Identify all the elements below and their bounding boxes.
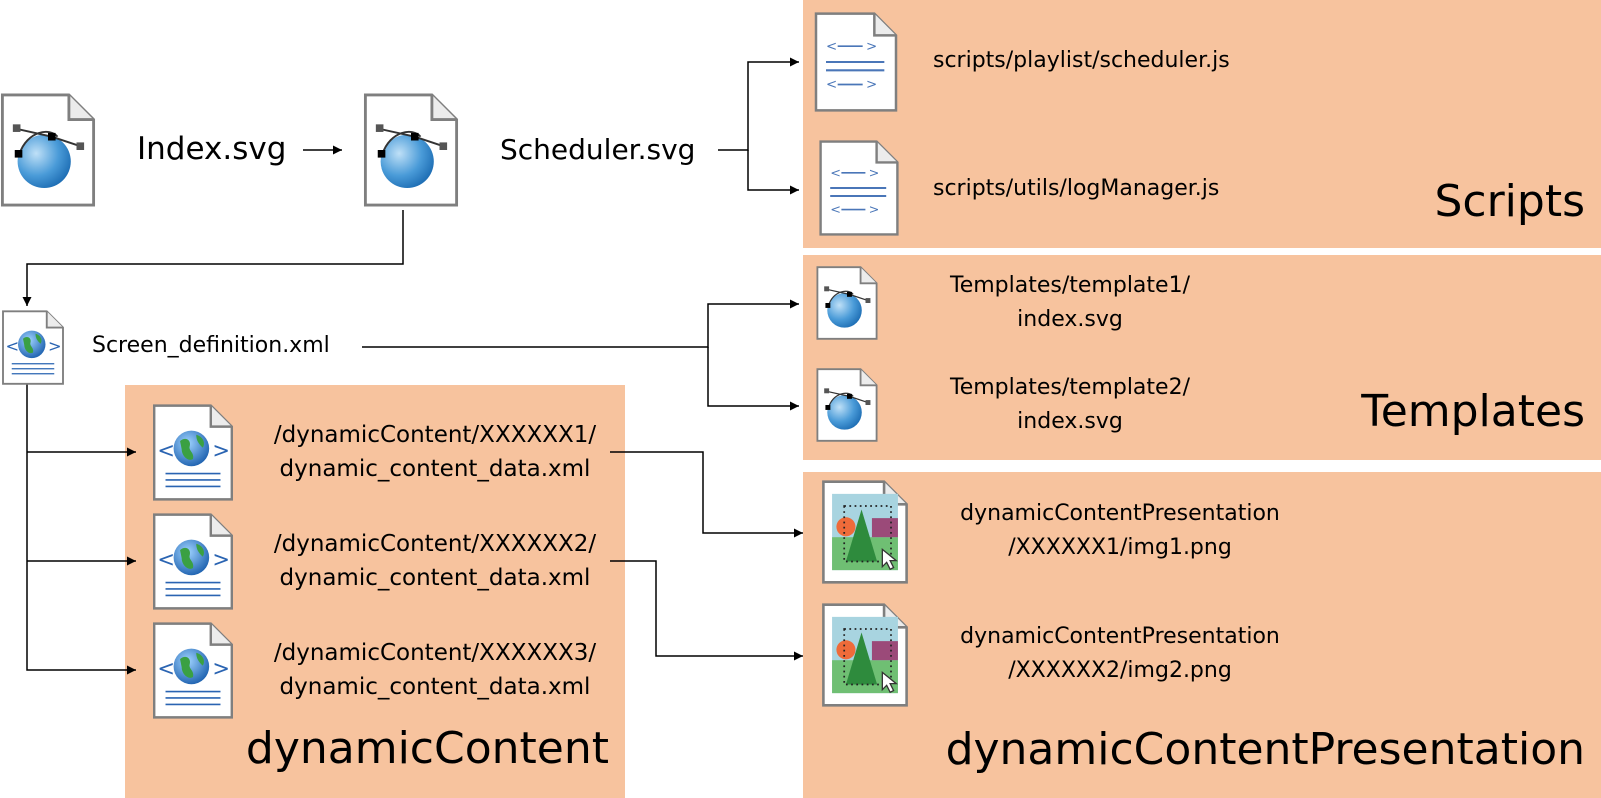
scheduler-svg-file-icon: [363, 93, 459, 207]
scripts-panel-title: Scripts: [1434, 176, 1585, 227]
template2-label-line1: Templates/template2/: [950, 375, 1190, 400]
arrow-scheduler-to-screen-definition: [22, 210, 404, 306]
dynamic-content-3-label: /dynamicContent/XXXXXX3/ dynamic_content…: [255, 636, 615, 704]
dynamic-content-2-label: /dynamicContent/XXXXXX2/ dynamic_content…: [255, 527, 615, 595]
arrow-dynamic1-to-img1: [610, 451, 803, 538]
index-svg-file-icon: [0, 93, 96, 207]
arrow-screen-to-dynamic3: [26, 383, 136, 675]
presentation-panel: dynamicContentPresentation: [803, 472, 1601, 798]
template2-label: Templates/template2/ index.svg: [910, 371, 1230, 439]
img1-label-line2: /XXXXXX1/img1.png: [1008, 535, 1232, 560]
template2-label-line2: index.svg: [1017, 409, 1123, 434]
presentation-panel-title: dynamicContentPresentation: [945, 724, 1585, 775]
dynamic-content-3-label-line1: /dynamicContent/XXXXXX3/: [273, 640, 597, 666]
logmanager-js-file-icon: [818, 140, 900, 236]
scheduler-js-label: scripts/playlist/scheduler.js: [933, 48, 1230, 73]
img1-png-file-icon: [821, 480, 909, 584]
dynamic-content-1-label-line2: dynamic_content_data.xml: [279, 456, 591, 482]
templates-panel: Templates: [803, 255, 1601, 460]
img2-png-file-icon: [821, 603, 909, 707]
templates-panel-title: Templates: [1361, 386, 1585, 437]
template2-svg-file-icon: [816, 368, 878, 442]
img2-label: dynamicContentPresentation /XXXXXX2/img2…: [930, 620, 1310, 688]
screen-definition-xml-file-icon: [1, 310, 65, 385]
dynamic-content-panel-title: dynamicContent: [245, 723, 609, 774]
arrow-screen-to-template2: [707, 347, 799, 411]
scheduler-svg-label: Scheduler.svg: [500, 133, 696, 166]
arrow-screen-to-template1: [362, 299, 799, 348]
dynamic-content-1-xml-file-icon: [152, 404, 234, 501]
logmanager-js-label: scripts/utils/logManager.js: [933, 176, 1220, 201]
arrow-dynamic2-to-img2: [610, 560, 803, 661]
template1-label-line2: index.svg: [1017, 307, 1123, 332]
arrow-scheduler-to-logmanager-js: [747, 150, 799, 195]
dynamic-content-3-xml-file-icon: [152, 622, 234, 719]
scripts-panel: Scripts: [803, 0, 1601, 248]
index-svg-label: Index.svg: [137, 131, 287, 167]
dynamic-content-2-label-line1: /dynamicContent/XXXXXX2/: [273, 531, 597, 557]
screen-definition-label: Screen_definition.xml: [92, 333, 330, 358]
dynamic-content-3-label-line2: dynamic_content_data.xml: [279, 674, 591, 700]
img2-label-line1: dynamicContentPresentation: [960, 624, 1280, 649]
dynamic-content-2-xml-file-icon: [152, 513, 234, 610]
img2-label-line2: /XXXXXX2/img2.png: [1008, 658, 1232, 683]
arrow-scheduler-to-scheduler-js: [718, 57, 799, 151]
dynamic-content-1-label-line1: /dynamicContent/XXXXXX1/: [273, 422, 597, 448]
template1-label: Templates/template1/ index.svg: [910, 269, 1230, 337]
template1-label-line1: Templates/template1/: [950, 273, 1190, 298]
img1-label-line1: dynamicContentPresentation: [960, 501, 1280, 526]
template1-svg-file-icon: [816, 266, 878, 340]
scheduler-js-file-icon: [814, 12, 898, 112]
dynamic-content-1-label: /dynamicContent/XXXXXX1/ dynamic_content…: [255, 418, 615, 486]
dynamic-content-2-label-line2: dynamic_content_data.xml: [279, 565, 591, 591]
img1-label: dynamicContentPresentation /XXXXXX1/img1…: [930, 497, 1310, 565]
